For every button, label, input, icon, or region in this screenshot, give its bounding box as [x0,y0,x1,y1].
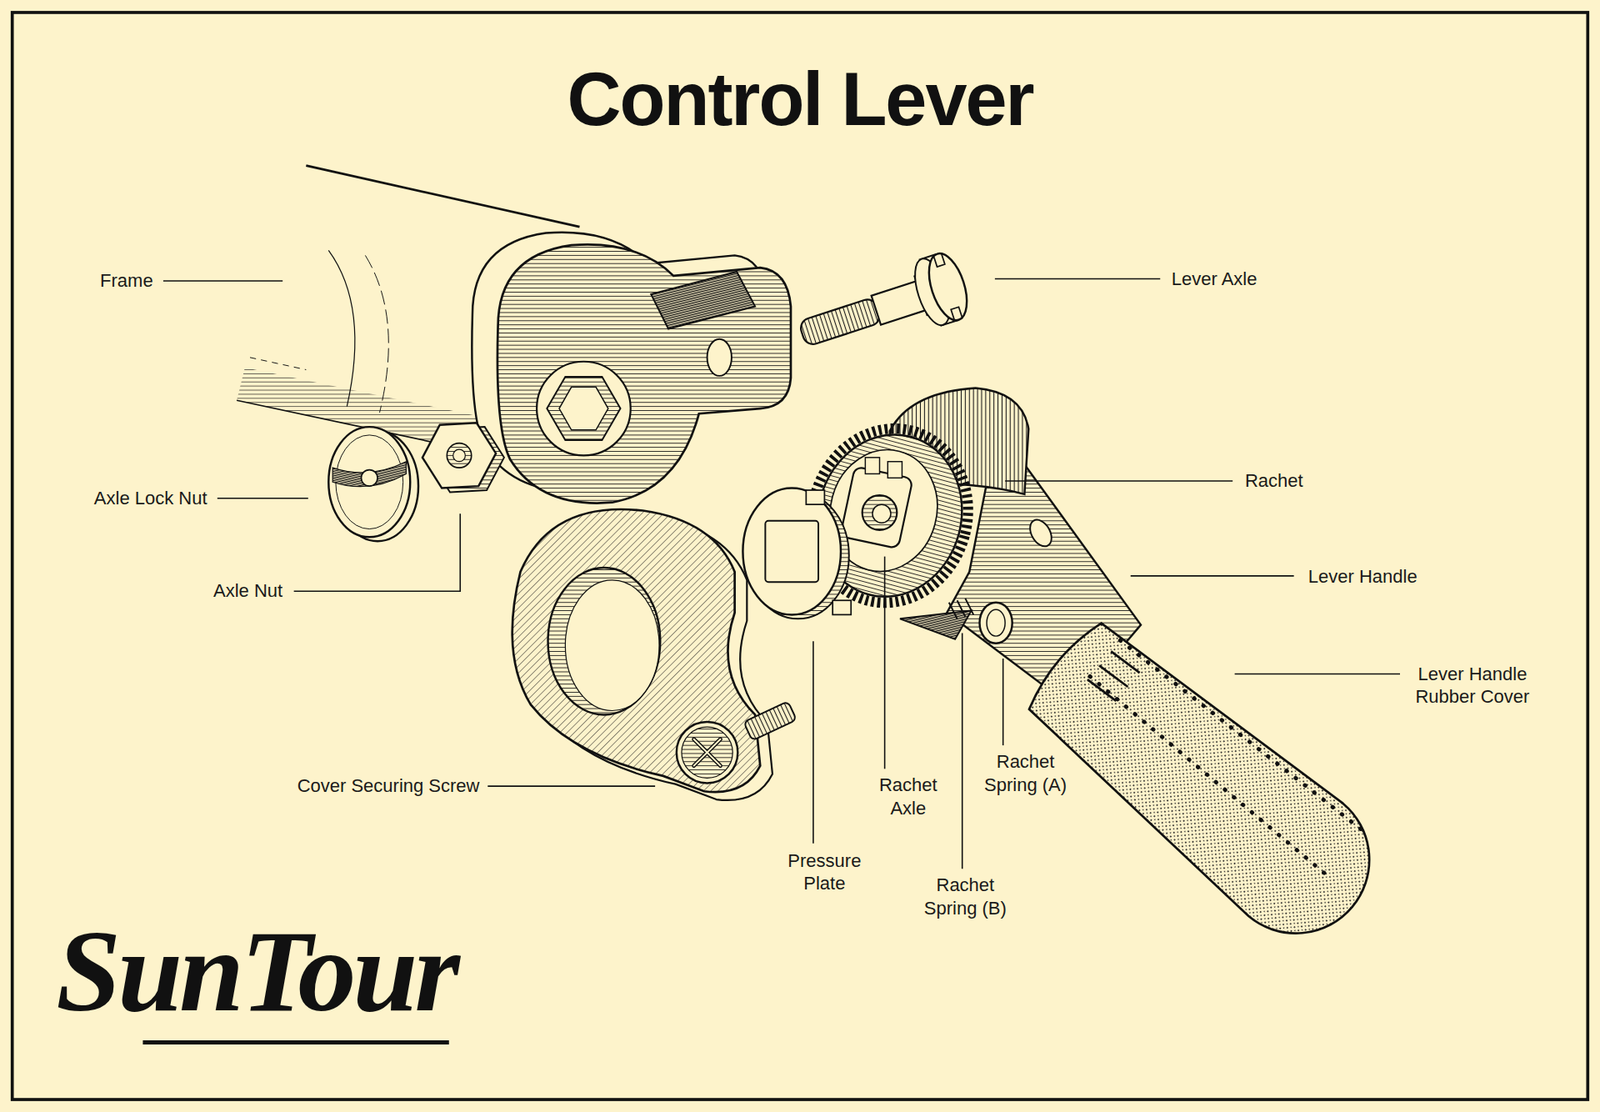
part-label: Axle Nut [213,579,283,603]
rachet-springs [900,598,1013,644]
axle-lock-nut [328,426,410,537]
rachet-axle [862,495,898,530]
part-label: Rachet Spring (B) [915,873,1015,920]
frame-clamp-body [497,244,791,503]
cover-securing-screw [743,700,797,740]
clamp-cover [512,509,773,800]
frame-tube [328,250,355,406]
axle-nut [446,443,471,468]
frame-clamp-body [707,339,732,376]
lever-handle-rubber-cover [1120,632,1361,838]
rachet-springs [986,609,1005,636]
leader-lines [217,497,309,500]
lever-handle-rubber-cover [1090,675,1325,873]
clamp-cover [548,567,661,715]
pressure-plate [832,600,851,615]
leader-lines [812,640,815,843]
frame-tube [250,357,306,370]
pressure-plate [765,520,819,582]
frame-clamp-body [546,376,620,440]
pressure-plate [805,490,825,505]
leader-lines [961,632,964,869]
frame-clamp-body [650,271,755,330]
logo-underline [142,1040,449,1045]
part-label: Rachet Axle [870,773,947,820]
cover-securing-screw [694,739,721,766]
page-border [12,12,1589,1100]
leader-lines [1005,480,1233,482]
frame-tube [305,165,580,227]
part-label: Lever Handle Rubber Cover [1401,662,1544,709]
lever-handle-rubber-cover [1087,650,1140,703]
axle-lock-nut [332,461,406,487]
lever-handle-rubber-cover [1011,604,1400,964]
part-label: Rachet Spring (A) [975,750,1076,796]
rachet-axle [887,461,902,479]
rachet-axle [872,504,891,523]
lever-axle [933,252,945,267]
clamp-cover [512,509,761,792]
leader-lines [294,513,461,591]
rachet-springs [949,598,974,619]
cover-securing-screw [676,721,738,783]
axle-lock-nut [328,426,419,541]
frame-clamp-body [559,386,609,430]
axle-nut [422,422,496,488]
part-label: Lever Handle [1308,565,1418,589]
part-label: Frame [100,269,154,293]
frame-clamp-body [536,361,631,456]
cover-securing-screw [743,700,797,740]
leader-lines [884,556,886,770]
part-label: Lever Axle [1171,267,1258,291]
rachet-springs [900,610,972,640]
rachet-axle [840,457,913,549]
cover-securing-screw [676,700,797,783]
leader-lines [1130,575,1295,577]
leader-lines [995,278,1160,280]
frame-tube [365,255,389,413]
pressure-plate [742,488,841,615]
rachet-axle [840,466,913,550]
part-label: Pressure Plate [777,849,871,895]
clamp-cover [565,580,660,711]
brand-logo: SunTour [55,912,457,1030]
leader-lines [163,279,1400,870]
lever-handle [1025,515,1056,550]
frame-clamp-body [471,232,791,504]
cover-securing-screw [681,726,733,778]
rachet-springs [980,602,1013,644]
part-label: Axle Lock Nut [94,486,208,510]
leader-lines [1002,658,1005,745]
page-border [12,12,1589,1100]
part-label: Cover Securing Screw [297,774,480,798]
rachet-axle [865,457,880,475]
axle-nut [453,449,466,462]
leader-lines [487,785,655,787]
lever-axle [950,306,963,321]
pressure-plate [742,488,851,620]
lever-axle [798,296,883,347]
lever-axle [921,249,975,325]
axle-nut [422,422,505,492]
logo-underline [142,1041,449,1043]
part-label: Rachet [1245,469,1304,493]
cover-securing-screw [694,739,721,766]
title: Control Lever [566,61,1033,137]
lever-axle [791,249,975,368]
axle-lock-nut [360,470,378,487]
lever-handle-rubber-cover [1011,604,1400,964]
leader-lines [163,280,283,282]
leader-lines [1235,673,1400,675]
